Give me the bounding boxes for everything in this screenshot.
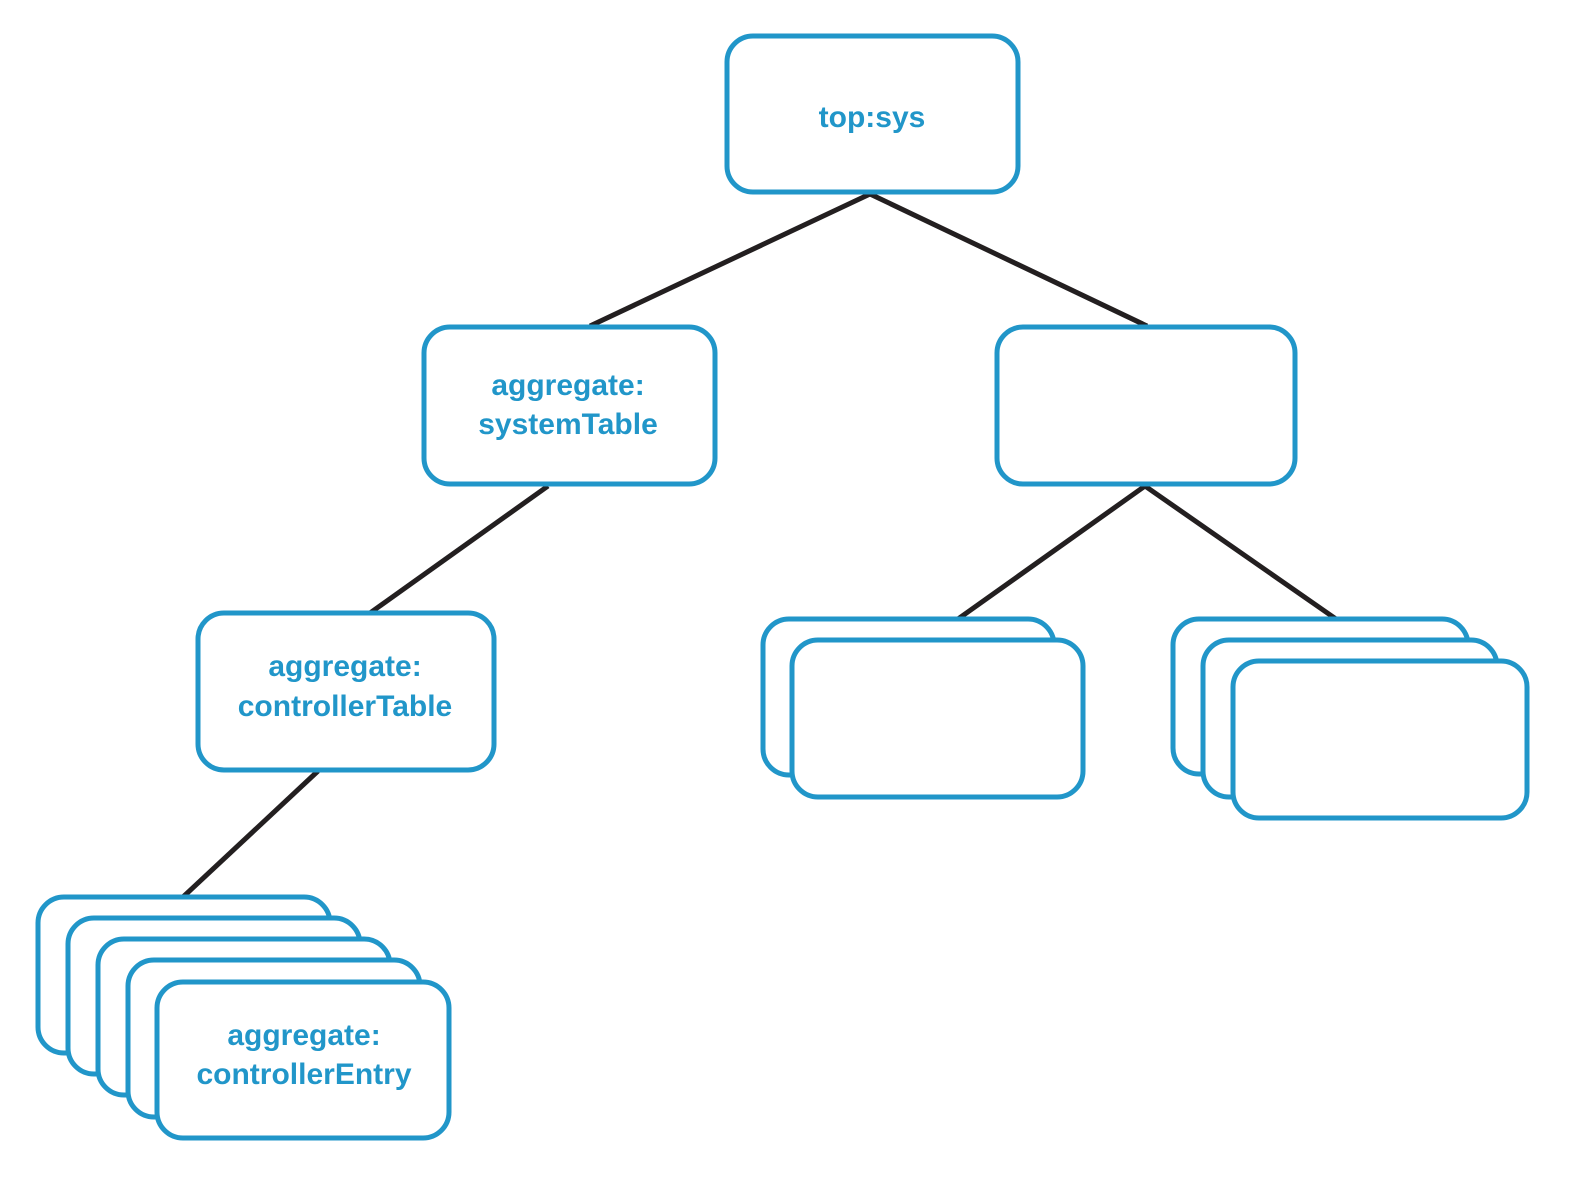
node-root-box: [724, 33, 1021, 195]
edge-root-to-system-table: [588, 191, 872, 329]
node-controller-entry-label-line2: controllerEntry: [196, 1058, 411, 1091]
node-controller-table[interactable]: aggregate: controllerTable: [195, 610, 497, 773]
node-root-label: top:sys: [819, 101, 926, 134]
node-stack-controller-entry[interactable]: aggregate: controllerEntry: [35, 894, 452, 1141]
node-stack-right-right[interactable]: [1170, 616, 1530, 821]
stack-card: [789, 637, 1086, 800]
node-controller-table-box: [195, 610, 497, 773]
node-controller-table-label-line1: aggregate:: [268, 650, 421, 683]
node-right-branch-box: [994, 324, 1298, 487]
node-stack-right-left[interactable]: [760, 616, 1086, 800]
node-system-table-label-line2: systemTable: [478, 408, 658, 441]
edge-controller-table-to-controller-entry: [181, 769, 320, 899]
stack-card: [1230, 658, 1530, 821]
node-system-table-label-line1: aggregate:: [491, 369, 644, 402]
edge-right-branch-to-left-stack: [956, 483, 1147, 622]
node-right-branch[interactable]: [994, 324, 1298, 487]
stack-card: [154, 979, 452, 1141]
edge-right-branch-to-right-stack: [1143, 483, 1338, 622]
node-system-table[interactable]: aggregate: systemTable: [421, 324, 718, 487]
node-root[interactable]: top:sys: [724, 33, 1021, 195]
diagram-edges: [181, 191, 1338, 899]
edge-root-to-right-branch: [868, 191, 1149, 329]
edge-system-table-to-controller-table: [368, 483, 550, 616]
node-system-table-box: [421, 324, 718, 487]
node-controller-entry-label-line1: aggregate:: [227, 1019, 380, 1052]
node-controller-table-label-line2: controllerTable: [238, 690, 452, 723]
